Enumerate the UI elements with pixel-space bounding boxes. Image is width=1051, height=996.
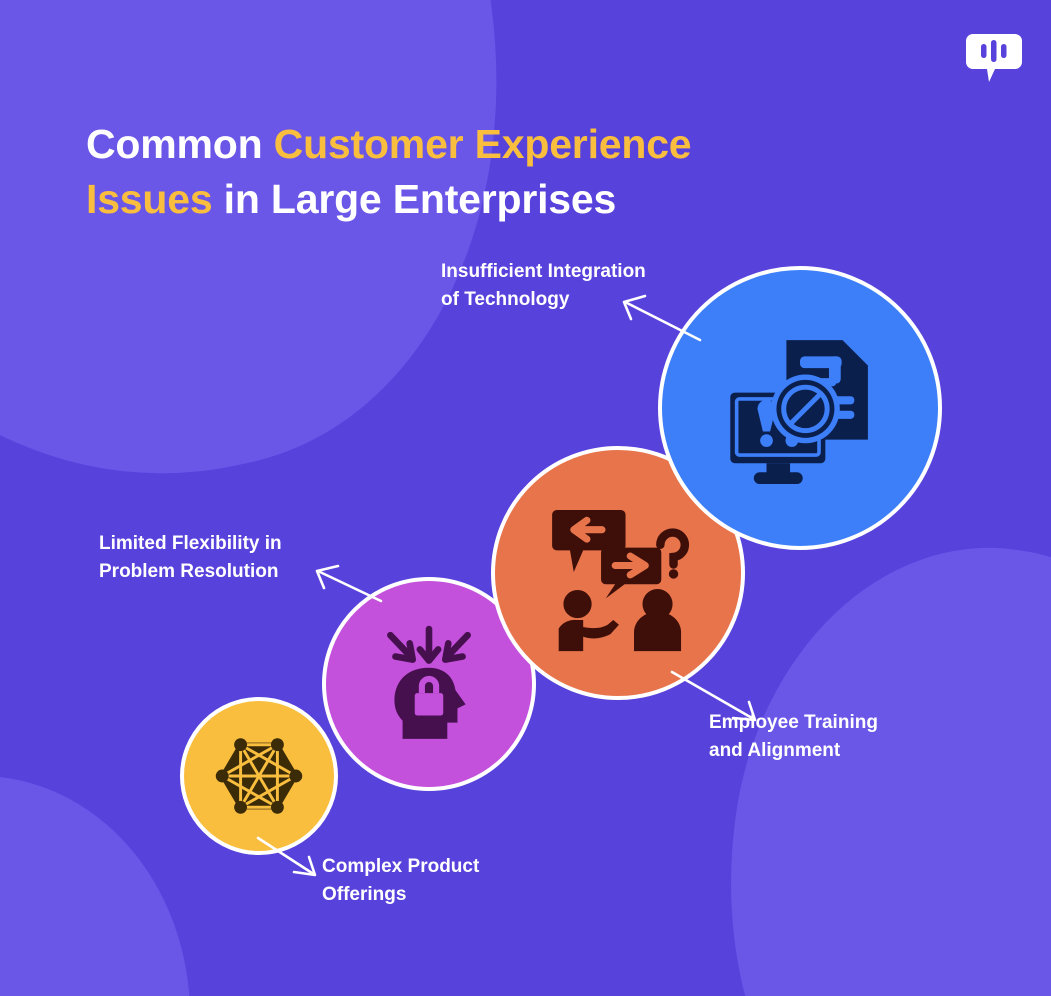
chat-bubble-logo-icon bbox=[965, 32, 1023, 84]
label-line-2: Offerings bbox=[322, 883, 407, 905]
label-employee-training-and-alignment: Employee Training and Alignment bbox=[709, 709, 939, 764]
label-complex-product-offerings: Complex Product Offerings bbox=[322, 853, 532, 908]
title-part-plain-1: Common bbox=[86, 121, 274, 168]
label-line-1: Complex Product bbox=[322, 856, 480, 877]
label-limited-flexibility-in-problem-resolution: Limited Flexibility in Problem Resolutio… bbox=[99, 530, 331, 585]
circle-insufficient-integration-of-technology[interactable] bbox=[658, 266, 942, 550]
title-part-highlight-1: Customer Experience bbox=[273, 121, 692, 168]
label-line-1: Insufficient Integration bbox=[441, 261, 646, 282]
background-blob-bottom-left bbox=[0, 776, 190, 996]
label-line-2: Problem Resolution bbox=[99, 560, 279, 582]
title-part-plain-2: in Large Enterprises bbox=[212, 175, 617, 222]
label-insufficient-integration-of-technology: Insufficient Integration of Technology bbox=[441, 258, 701, 313]
two-people-speech-bubbles-question-icon bbox=[538, 493, 698, 653]
label-line-2: of Technology bbox=[441, 288, 570, 310]
label-line-1: Employee Training bbox=[709, 712, 878, 733]
label-line-1: Limited Flexibility in bbox=[99, 533, 282, 554]
label-line-2: and Alignment bbox=[709, 739, 841, 761]
title-part-highlight-2: Issues bbox=[86, 175, 213, 222]
network-hexagon-nodes-icon bbox=[213, 730, 305, 822]
circle-complex-product-offerings[interactable] bbox=[180, 697, 338, 855]
circle-limited-flexibility-in-problem-resolution[interactable] bbox=[322, 577, 536, 791]
head-with-padlock-arrows-icon bbox=[368, 623, 490, 745]
monitor-error-document-icon bbox=[714, 322, 886, 494]
page-title: Common Customer Experience Issues in Lar… bbox=[86, 117, 846, 225]
